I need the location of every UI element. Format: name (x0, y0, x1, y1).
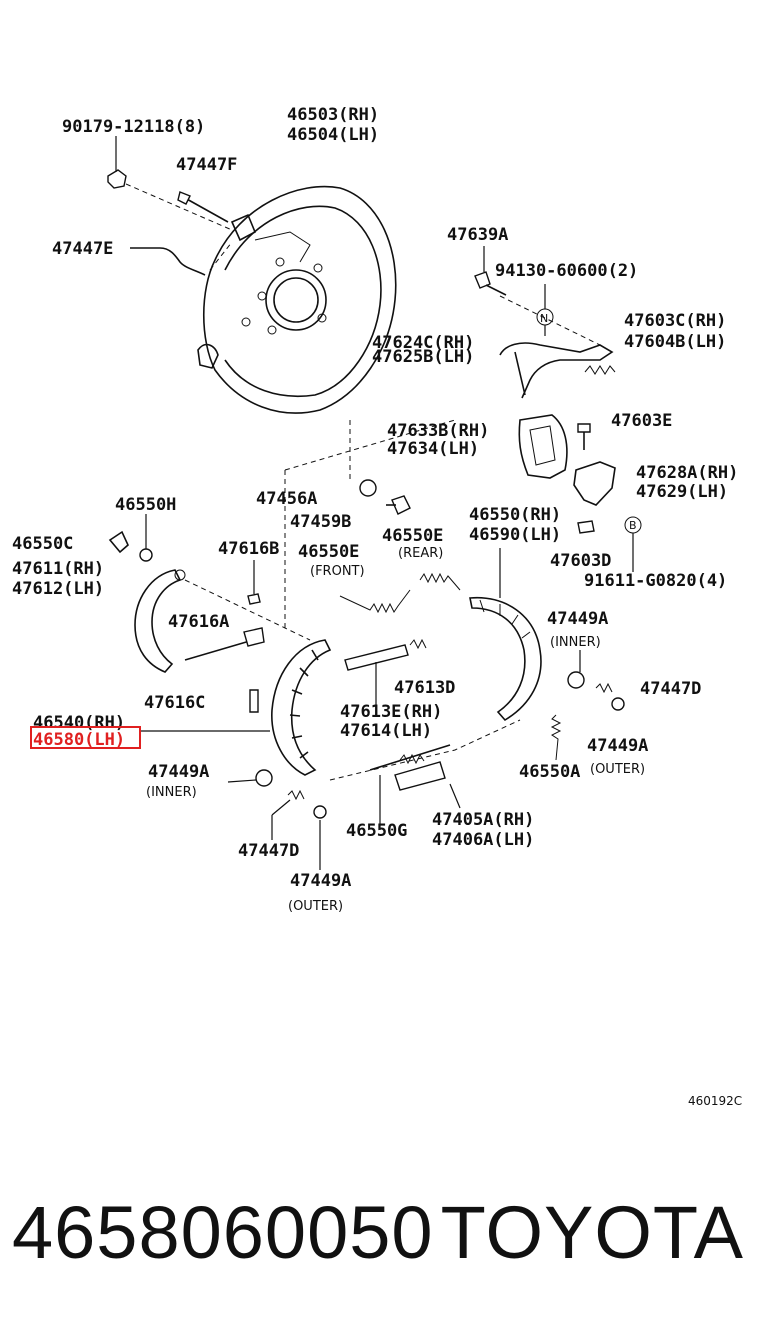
label-47405a: 47405A(RH) (432, 810, 534, 830)
cable-47447e (130, 247, 206, 276)
pin-47603e (577, 423, 591, 450)
spring-46550a (550, 714, 562, 761)
label-47633b: 47633B(RH) (387, 421, 489, 441)
label-46550h: 46550H (115, 495, 176, 515)
retainer-47449a-inner-right (567, 650, 585, 689)
label-47406a: 47406A(LH) (432, 830, 534, 850)
label-rear: (REAR) (398, 546, 443, 561)
label-47614: 47614(LH) (340, 721, 432, 741)
label-47628a: 47628A(RH) (636, 463, 738, 483)
label-47625b: 47625B(LH) (372, 347, 474, 367)
label-46550g: 46550G (346, 821, 407, 841)
lever-47611 (134, 569, 186, 673)
label-90179: 90179-12118(8) (62, 117, 205, 137)
label-46550e-rear: 46550E (382, 526, 443, 546)
washer-47616b (247, 560, 261, 605)
lever-47624c (499, 342, 614, 399)
cap-47449a-outer-left (313, 805, 327, 870)
strut-47633b (518, 414, 568, 479)
label-46590: 46590(LH) (469, 525, 561, 545)
spring-47447d-right (595, 682, 613, 694)
label-47612: 47612(LH) (12, 579, 104, 599)
label-46580: 46580(LH) (33, 730, 125, 750)
label-47616c: 47616C (144, 693, 205, 713)
spring-47603c (584, 365, 616, 375)
label-47639a: 47639A (447, 225, 508, 245)
label-47634: 47634(LH) (387, 439, 479, 459)
label-47447d-left: 47447D (238, 841, 299, 861)
label-47449a-inner-left: 47449A (148, 762, 209, 782)
adjuster-47405a (394, 753, 461, 809)
label-46550c: 46550C (12, 534, 73, 554)
label-46504: 46504(LH) (287, 125, 379, 145)
spring-46550e-front (339, 589, 411, 614)
label-inner-right: (INNER) (550, 635, 601, 650)
mark-n: N (540, 312, 548, 325)
washer-46550h (139, 514, 153, 562)
label-47459b: 47459B (290, 512, 351, 532)
label-46550a: 46550A (519, 762, 580, 782)
label-front: (FRONT) (310, 564, 365, 579)
brand-name: TOYOTA (440, 1191, 744, 1274)
pin-47616c (249, 689, 259, 713)
bolt-90179 (107, 136, 127, 189)
label-47449a-inner-right: 47449A (547, 609, 608, 629)
label-47449a-outer-right: 47449A (587, 736, 648, 756)
spring-46550e-rear (419, 572, 461, 591)
label-47611: 47611(RH) (12, 559, 104, 579)
footer: 4658060050 TOYOTA (0, 1190, 760, 1280)
label-47449a-outer-left: 47449A (290, 871, 351, 891)
label-46550e-front: 46550E (298, 542, 359, 562)
label-outer-left: (OUTER) (288, 899, 343, 914)
label-91611: 91611-G0820(4) (584, 571, 727, 591)
label-47603e: 47603E (611, 411, 672, 431)
label-94130: 94130-60600(2) (495, 261, 638, 281)
label-47613d: 47613D (394, 678, 455, 698)
brake-shoe-46580 (271, 639, 332, 776)
bracket-47628a (573, 461, 616, 506)
label-46550: 46550(RH) (469, 505, 561, 525)
backing-plate (197, 185, 397, 414)
bolt-47459b (386, 495, 411, 515)
label-47603d: 47603D (550, 551, 611, 571)
label-47447d-right: 47447D (640, 679, 701, 699)
label-47447f: 47447F (176, 155, 237, 175)
label-47447e: 47447E (52, 239, 113, 259)
label-47603c: 47603C(RH) (624, 311, 726, 331)
brake-shoe-46550 (469, 548, 542, 722)
label-46503: 46503(RH) (287, 105, 379, 125)
bolt-47639a (474, 246, 507, 296)
clip-47603d (577, 520, 595, 534)
spring-46550g (369, 744, 451, 830)
label-outer-right: (OUTER) (590, 762, 645, 777)
label-47616a: 47616A (168, 612, 229, 632)
mark-b: B (629, 519, 637, 532)
adjuster-47616a (184, 627, 265, 661)
highlight-box-46580 (30, 726, 141, 749)
label-47624c: 47624C(RH) (372, 333, 474, 353)
spring-47447d-left (271, 789, 305, 840)
label-47613e: 47613E(RH) (340, 702, 442, 722)
clip-47456a (359, 479, 377, 497)
label-47456a: 47456A (256, 489, 317, 509)
label-47616b: 47616B (218, 539, 279, 559)
bolt-47447f (177, 191, 229, 223)
label-47604b: 47604B(LH) (624, 332, 726, 352)
clip-46550c (108, 530, 129, 554)
label-47629: 47629(LH) (636, 482, 728, 502)
label-inner-left: (INNER) (146, 785, 197, 800)
retainer-47449a-inner-left (227, 769, 273, 787)
part-number: 4658060050 (12, 1191, 434, 1274)
cap-47449a-outer-right (611, 697, 625, 711)
adjuster-47613e (344, 638, 427, 705)
diagram-code: 460192C (688, 1094, 742, 1108)
